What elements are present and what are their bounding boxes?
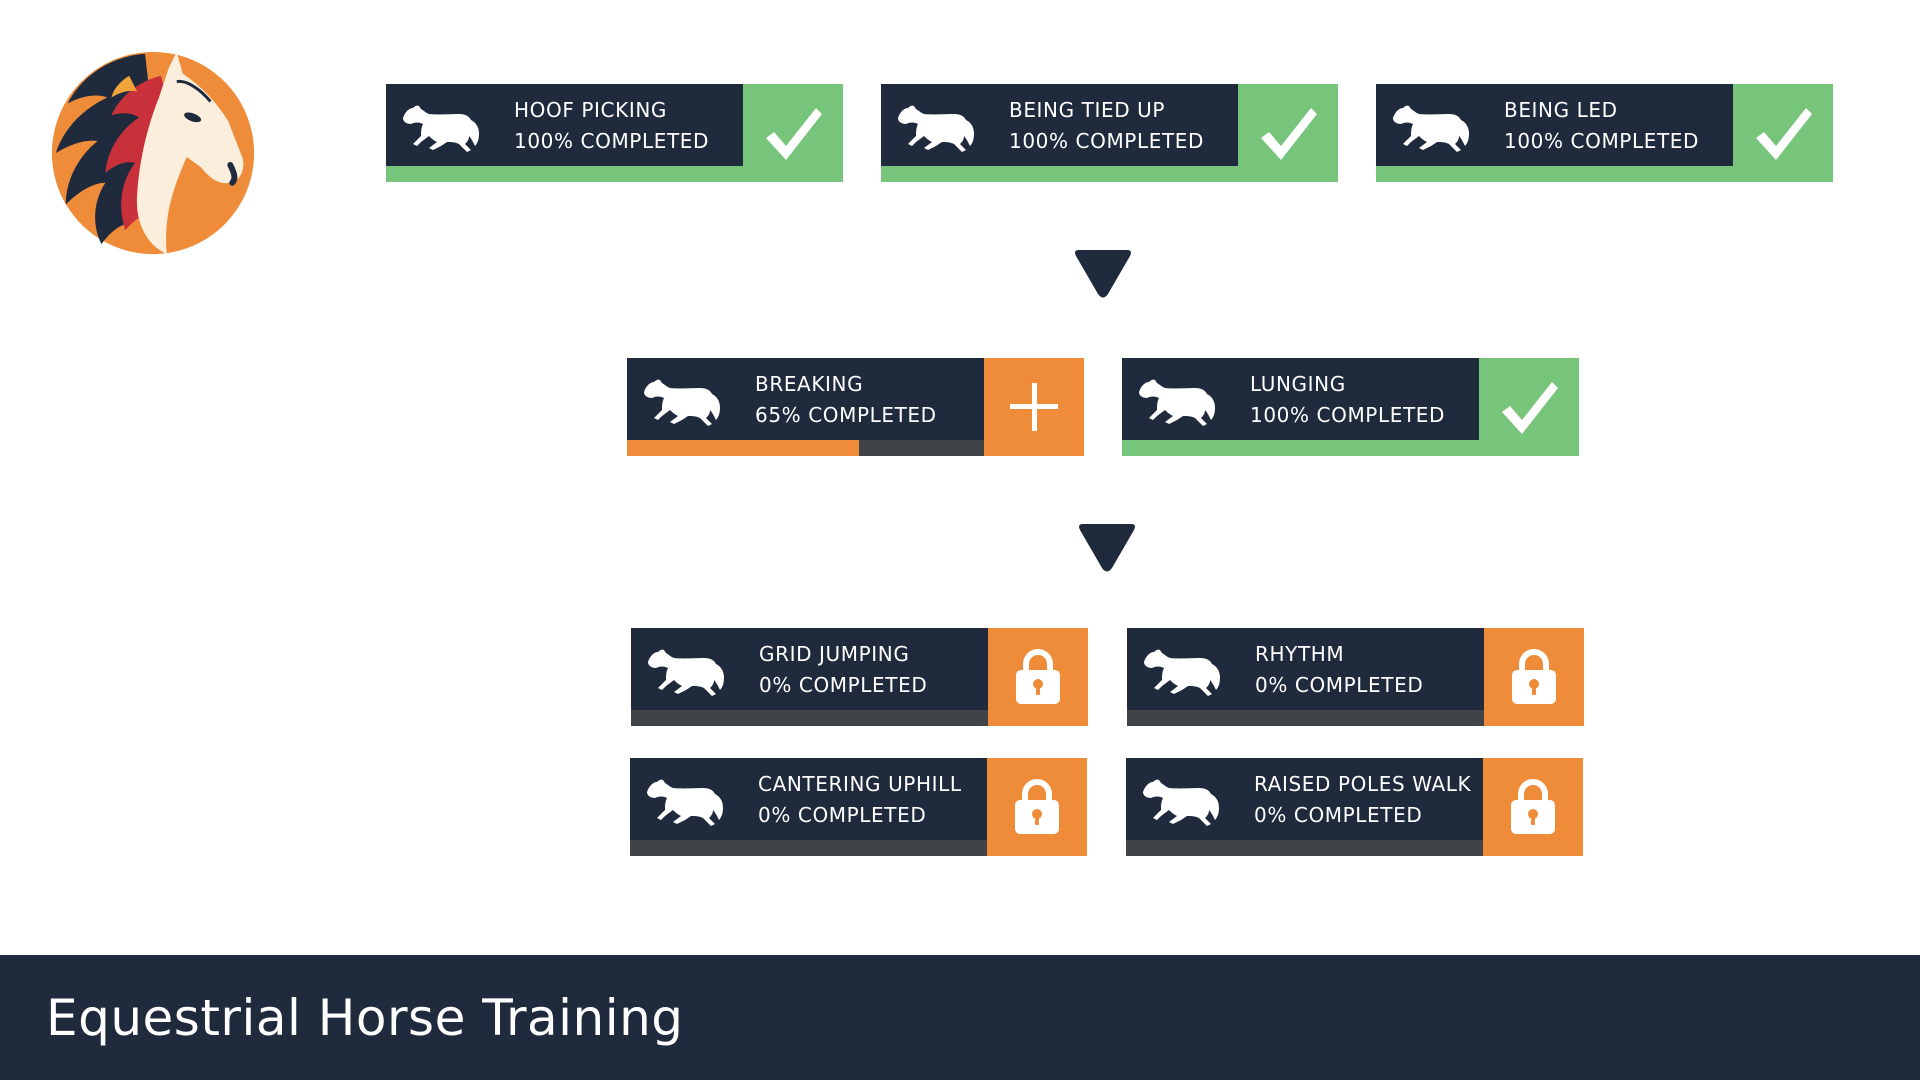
progress-bar (631, 710, 988, 726)
card-status-box[interactable] (987, 758, 1087, 856)
training-card-grid-jumping[interactable]: GRID JUMPING 0% COMPLETED (631, 628, 1088, 726)
training-card-being-led[interactable]: BEING LED 100% COMPLETED (1376, 84, 1833, 182)
checkmark-icon (1502, 382, 1558, 434)
footer-bar: Equestrial Horse Training (0, 955, 1920, 1080)
lock-icon (1015, 779, 1059, 834)
card-status-box[interactable] (1238, 84, 1338, 182)
card-title: HOOF PICKING (514, 98, 667, 122)
card-title: CANTERING UPHILL (758, 772, 962, 796)
card-title: BEING LED (1504, 98, 1618, 122)
galloping-horse-icon (648, 649, 724, 696)
down-arrow-icon (1079, 524, 1135, 572)
card-status-box[interactable] (1733, 84, 1833, 182)
training-card-cantering-uphill[interactable]: CANTERING UPHILL 0% COMPLETED (630, 758, 1087, 856)
checkmark-icon (1261, 108, 1317, 160)
card-status-text: 0% COMPLETED (1254, 803, 1423, 827)
card-status-text: 100% COMPLETED (1504, 129, 1699, 153)
card-status-box[interactable] (988, 628, 1088, 726)
card-title: GRID JUMPING (759, 642, 910, 666)
down-arrow-icon (1075, 250, 1131, 298)
card-title: BEING TIED UP (1009, 98, 1166, 122)
progress-bar-fill (881, 166, 1238, 182)
progress-bar-fill (1122, 440, 1479, 456)
card-status-box[interactable] (1484, 628, 1584, 726)
card-status-text: 100% COMPLETED (514, 129, 709, 153)
card-status-text: 100% COMPLETED (1009, 129, 1204, 153)
progress-bar-fill (386, 166, 743, 182)
progress-bar (1127, 710, 1484, 726)
galloping-horse-icon (403, 105, 479, 152)
progress-bar-fill (1376, 166, 1733, 182)
galloping-horse-icon (1144, 649, 1220, 696)
card-status-box[interactable] (1483, 758, 1583, 856)
training-card-raised-poles-walk[interactable]: RAISED POLES WALK 0% COMPLETED (1126, 758, 1583, 856)
app-title: Equestrial Horse Training (46, 989, 684, 1047)
card-status-text: 65% COMPLETED (755, 403, 937, 427)
card-title: RAISED POLES WALK (1254, 772, 1472, 796)
card-status-box[interactable] (743, 84, 843, 182)
galloping-horse-icon (644, 379, 720, 426)
progress-bar (1376, 166, 1733, 182)
lock-icon (1512, 649, 1556, 704)
card-status-text: 0% COMPLETED (758, 803, 927, 827)
checkmark-icon (1756, 108, 1812, 160)
horse-head-logo (51, 51, 255, 255)
card-title: LUNGING (1250, 372, 1346, 396)
card-status-text: 0% COMPLETED (759, 673, 928, 697)
card-title: BREAKING (755, 372, 864, 396)
progress-bar (1122, 440, 1479, 456)
training-card-being-tied-up[interactable]: BEING TIED UP 100% COMPLETED (881, 84, 1338, 182)
galloping-horse-icon (647, 779, 723, 826)
galloping-horse-icon (1139, 379, 1215, 426)
training-card-rhythm[interactable]: RHYTHM 0% COMPLETED (1127, 628, 1584, 726)
galloping-horse-icon (898, 105, 974, 152)
training-card-lunging[interactable]: LUNGING 100% COMPLETED (1122, 358, 1579, 456)
galloping-horse-icon (1393, 105, 1469, 152)
card-status-text: 0% COMPLETED (1255, 673, 1424, 697)
training-card-hoof-picking[interactable]: HOOF PICKING 100% COMPLETED (386, 84, 843, 182)
lock-icon (1511, 779, 1555, 834)
card-status-text: 100% COMPLETED (1250, 403, 1445, 427)
progress-bar-fill (627, 440, 860, 456)
progress-bar (386, 166, 743, 182)
checkmark-icon (766, 108, 822, 160)
card-status-box[interactable] (984, 358, 1084, 456)
card-title: RHYTHM (1255, 642, 1345, 666)
progress-bar (881, 166, 1238, 182)
progress-bar (630, 840, 987, 856)
card-status-box[interactable] (1479, 358, 1579, 456)
lock-icon (1016, 649, 1060, 704)
training-card-breaking[interactable]: BREAKING 65% COMPLETED (627, 358, 1084, 456)
plus-icon (1010, 383, 1058, 431)
progress-bar (627, 440, 984, 456)
galloping-horse-icon (1143, 779, 1219, 826)
progress-bar (1126, 840, 1483, 856)
